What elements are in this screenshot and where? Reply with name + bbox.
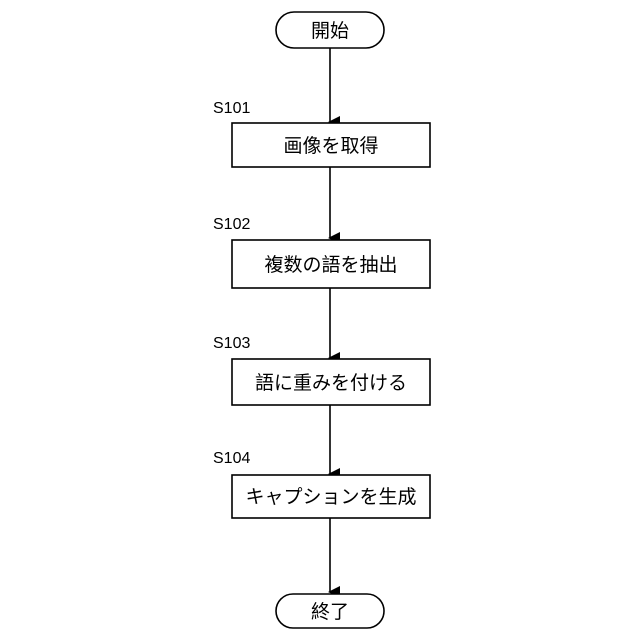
step-s104-text: キャプションを生成 — [245, 486, 416, 508]
step-s101: S101 画像を取得 — [213, 100, 430, 167]
step-s104-id: S104 — [213, 450, 250, 467]
step-s102-id: S102 — [213, 216, 250, 233]
step-s104: S104 キャプションを生成 — [213, 450, 430, 518]
step-s103-id: S103 — [213, 335, 250, 352]
start-terminator: 開始 — [276, 12, 384, 48]
start-label: 開始 — [311, 20, 349, 42]
step-s102: S102 複数の語を抽出 — [213, 216, 430, 288]
step-s101-id: S101 — [213, 100, 250, 117]
end-terminator: 終了 — [276, 594, 384, 628]
end-label: 終了 — [311, 601, 349, 623]
step-s101-text: 画像を取得 — [283, 135, 378, 157]
step-s103-text: 語に重みを付ける — [255, 372, 407, 394]
step-s103: S103 語に重みを付ける — [213, 335, 430, 405]
step-s102-text: 複数の語を抽出 — [264, 254, 397, 276]
